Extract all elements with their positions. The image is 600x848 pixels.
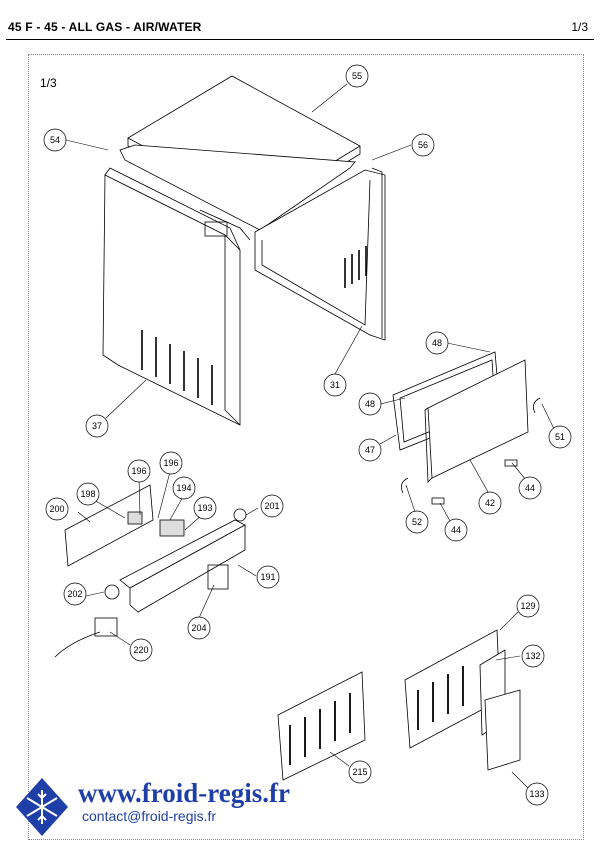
svg-text:196: 196 xyxy=(163,458,178,468)
side-panel-drawing xyxy=(102,167,241,426)
callout-52: 52 xyxy=(405,510,429,534)
drawing-sheet xyxy=(28,54,584,840)
callout-44-right: 44 xyxy=(518,476,542,500)
callout-44-left: 44 xyxy=(444,518,468,542)
back-frame-drawing xyxy=(254,167,386,341)
callout-55: 55 xyxy=(345,64,369,88)
callout-202: 202 xyxy=(63,582,87,606)
callout-42: 42 xyxy=(478,491,502,515)
callout-31: 31 xyxy=(323,373,347,397)
rear-grille-drawing xyxy=(404,629,521,771)
door-assembly-drawing xyxy=(392,351,541,505)
svg-text:191: 191 xyxy=(260,572,275,582)
svg-text:129: 129 xyxy=(520,601,535,611)
callout-132: 132 xyxy=(521,644,545,668)
callout-194: 194 xyxy=(172,476,196,500)
svg-text:48: 48 xyxy=(365,399,375,409)
svg-text:204: 204 xyxy=(191,623,206,633)
svg-text:215: 215 xyxy=(352,767,367,777)
sheet-page-number: 1/3 xyxy=(40,76,57,90)
svg-text:44: 44 xyxy=(525,483,535,493)
svg-text:198: 198 xyxy=(80,489,95,499)
svg-text:193: 193 xyxy=(197,503,212,513)
callout-215: 215 xyxy=(348,760,372,784)
svg-text:133: 133 xyxy=(529,789,544,799)
leader-lines xyxy=(65,83,556,789)
callout-133: 133 xyxy=(525,782,549,806)
header-rule xyxy=(6,39,594,40)
callout-48-left: 48 xyxy=(358,392,382,416)
svg-text:55: 55 xyxy=(352,71,362,81)
svg-text:42: 42 xyxy=(485,498,495,508)
callout-191: 191 xyxy=(256,565,280,589)
svg-text:132: 132 xyxy=(525,651,540,661)
top-cover-drawing xyxy=(119,75,361,241)
callout-48-top: 48 xyxy=(425,331,449,355)
svg-text:44: 44 xyxy=(451,525,461,535)
callout-47: 47 xyxy=(358,438,382,462)
svg-text:56: 56 xyxy=(418,140,428,150)
callout-129: 129 xyxy=(516,594,540,618)
svg-text:196: 196 xyxy=(131,466,146,476)
header-page-number: 1/3 xyxy=(571,20,588,34)
svg-text:54: 54 xyxy=(50,135,60,145)
svg-text:37: 37 xyxy=(92,421,102,431)
callout-200: 200 xyxy=(45,497,69,521)
svg-text:200: 200 xyxy=(49,504,64,514)
svg-text:201: 201 xyxy=(264,501,279,511)
callout-37: 37 xyxy=(85,414,109,438)
svg-text:202: 202 xyxy=(67,589,82,599)
svg-text:220: 220 xyxy=(133,645,148,655)
svg-text:51: 51 xyxy=(555,432,565,442)
svg-text:52: 52 xyxy=(412,517,422,527)
callout-201: 201 xyxy=(260,494,284,518)
svg-text:48: 48 xyxy=(432,338,442,348)
callout-204: 204 xyxy=(187,616,211,640)
callout-196-left: 196 xyxy=(127,459,151,483)
control-panel-drawing xyxy=(54,484,247,658)
document-title: 45 F - 45 - ALL GAS - AIR/WATER xyxy=(8,20,202,34)
callout-balloons: 55 54 56 31 37 48 48 47 42 51 44 52 44 1… xyxy=(43,64,572,806)
website-link[interactable]: www.froid-regis.fr xyxy=(78,778,290,808)
callout-196-right: 196 xyxy=(159,451,183,475)
callout-54: 54 xyxy=(43,128,67,152)
callout-220: 220 xyxy=(129,638,153,662)
svg-text:31: 31 xyxy=(330,380,340,390)
callout-51: 51 xyxy=(548,425,572,449)
callout-56: 56 xyxy=(411,133,435,157)
snowflake-logo-icon xyxy=(14,776,70,843)
front-grille-drawing xyxy=(277,671,366,781)
svg-text:194: 194 xyxy=(176,483,191,493)
svg-text:47: 47 xyxy=(365,445,375,455)
callout-193: 193 xyxy=(193,496,217,520)
page-header: 45 F - 45 - ALL GAS - AIR/WATER 1/3 xyxy=(0,0,600,40)
contact-email-link[interactable]: contact@froid-regis.fr xyxy=(82,808,217,824)
callout-198: 198 xyxy=(76,482,100,506)
